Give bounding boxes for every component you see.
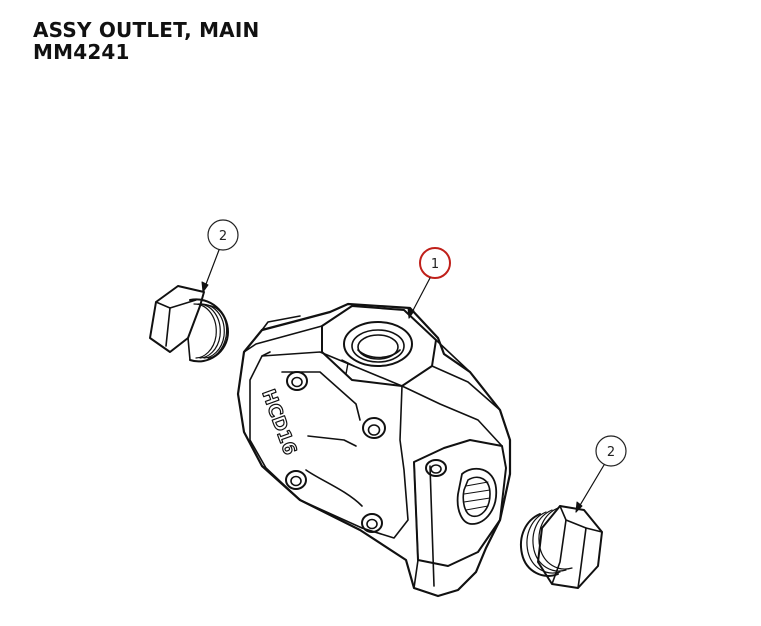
balloon-label-2-left: 2 [219, 229, 227, 244]
balloon-part-2-left: 2 [201, 219, 239, 293]
outlet-housing: HCD16 [236, 302, 512, 598]
part-number: MM4241 [33, 40, 130, 64]
plug-left [149, 285, 229, 363]
assembly-title: ASSY OUTLET, MAIN [33, 18, 260, 42]
balloon-part-1: 1 [407, 247, 451, 319]
casting-marking-text: HCD16 [257, 387, 300, 458]
balloon-label-2-right: 2 [607, 445, 615, 460]
title-block: ASSY OUTLET, MAIN MM4241 [33, 19, 259, 63]
balloon-label-1: 1 [431, 257, 439, 272]
balloon-part-2-right: 2 [575, 435, 627, 513]
plug-right [520, 505, 603, 589]
